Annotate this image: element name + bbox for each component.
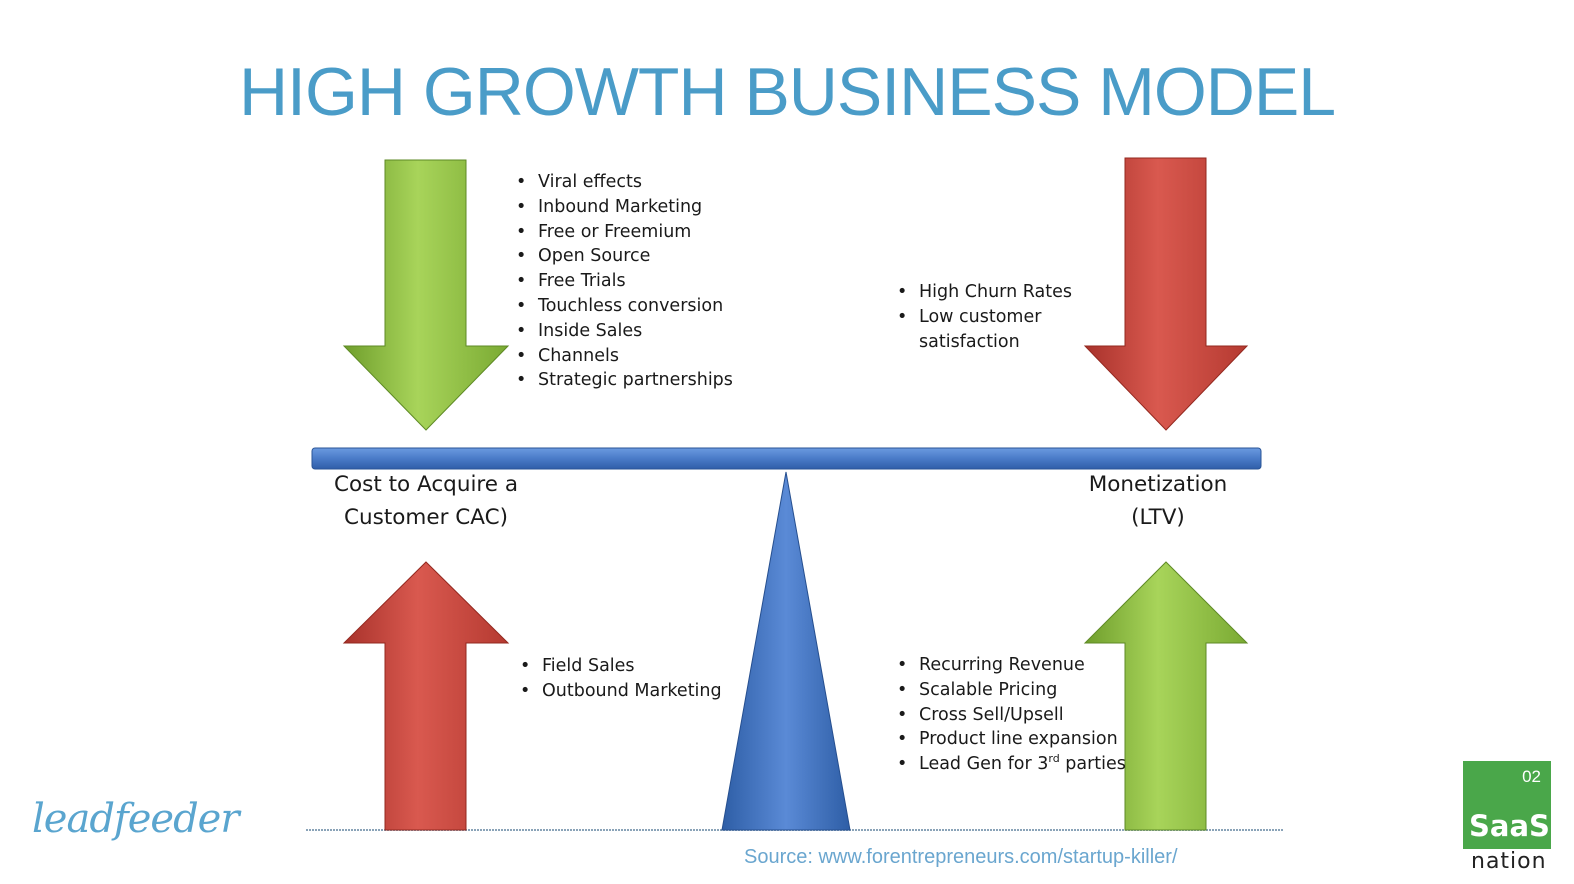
list-item: High Churn Rates: [895, 280, 1072, 305]
list-item: Outbound Marketing: [518, 679, 722, 704]
list-item: Open Source: [514, 244, 733, 269]
list-item-text: Lead Gen for 3: [919, 754, 1049, 775]
seesaw-beam: [311, 447, 1262, 470]
list-item-text: parties: [1059, 754, 1126, 775]
list-item: Touchless conversion: [514, 294, 733, 319]
list-item: Free or Freemium: [514, 220, 733, 245]
ltv-increasers-list: Recurring Revenue Scalable Pricing Cross…: [895, 653, 1126, 777]
ordinal-suffix: rd: [1048, 752, 1060, 766]
list-item: Inside Sales: [514, 319, 733, 344]
list-item: Cross Sell/Upsell: [895, 703, 1126, 728]
cac-label-line1: Cost to Acquire a: [333, 472, 519, 497]
ltv-reducers-list: High Churn Rates Low customer satisfacti…: [895, 280, 1072, 354]
page-number: 02: [1522, 767, 1541, 786]
ltv-down-arrow: [1083, 157, 1249, 431]
page-title: HIGH GROWTH BUSINESS MODEL: [238, 54, 1336, 130]
source-citation: Source: www.forentrepreneurs.com/startup…: [744, 846, 1178, 868]
fulcrum-triangle: [721, 471, 851, 831]
list-item-text-continued: satisfaction: [919, 331, 1020, 352]
list-item-text: High Churn Rates: [919, 282, 1072, 302]
ltv-label: Monetization (LTV): [1058, 468, 1258, 534]
list-item: Low customer satisfaction: [895, 305, 1072, 355]
nation-logo-text: nation: [1471, 849, 1547, 874]
list-item: Product line expansion: [895, 727, 1126, 752]
list-item: Lead Gen for 3rd parties: [895, 752, 1126, 777]
list-item: Strategic partnerships: [514, 368, 733, 393]
ltv-label-line1: Monetization: [1088, 472, 1228, 497]
list-item: Channels: [514, 344, 733, 369]
ltv-label-line2: (LTV): [1131, 505, 1185, 530]
cac-increasers-list: Field Sales Outbound Marketing: [518, 654, 722, 704]
cac-label: Cost to Acquire a Customer CAC): [316, 468, 536, 534]
list-item: Scalable Pricing: [895, 678, 1126, 703]
cac-label-line2: Customer CAC): [343, 505, 508, 530]
list-item: Viral effects: [514, 170, 733, 195]
list-item: Inbound Marketing: [514, 195, 733, 220]
cac-down-arrow: [342, 159, 510, 431]
list-item: Recurring Revenue: [895, 653, 1126, 678]
cac-up-arrow: [342, 561, 510, 831]
list-item: Field Sales: [518, 654, 722, 679]
list-item-text: Low customer: [919, 306, 1042, 327]
saas-logo-text: SaaS: [1469, 809, 1550, 843]
saas-nation-logo: 02 SaaS: [1463, 761, 1551, 849]
leadfeeder-logo: leadfeeder: [32, 796, 239, 842]
list-item: Free Trials: [514, 269, 733, 294]
cac-reducers-list: Viral effects Inbound Marketing Free or …: [514, 170, 733, 393]
